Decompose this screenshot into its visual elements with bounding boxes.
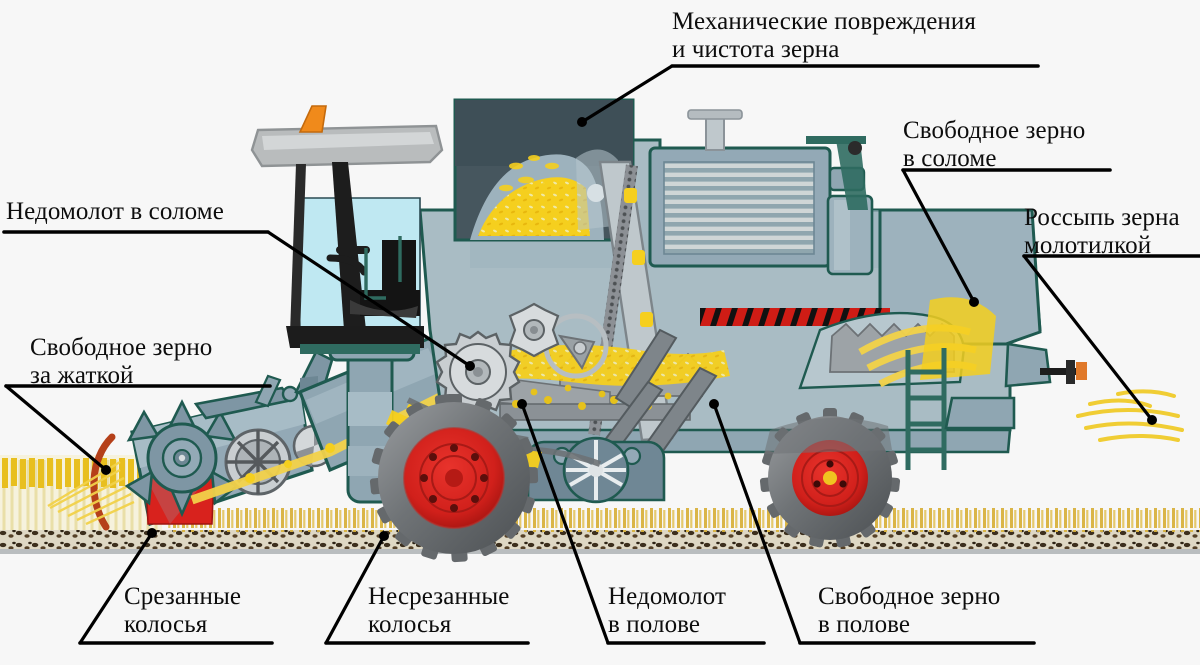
label-unthreshed-in-straw: Недомолот в соломе <box>6 198 224 225</box>
field-ground <box>0 508 1200 554</box>
tow-hitch <box>944 342 1087 430</box>
radiator-grille <box>663 161 815 255</box>
header-reel <box>124 399 240 518</box>
cleaning-fan <box>526 436 666 504</box>
engine-hood <box>648 109 874 276</box>
rear-ladder <box>905 348 947 470</box>
straw-discharge <box>1076 389 1184 442</box>
leader-lines <box>4 64 1154 645</box>
operator-cab <box>250 105 444 354</box>
label-underlines <box>2 64 1200 645</box>
straw-walker-section <box>700 136 1042 390</box>
beacon <box>298 105 327 133</box>
rear-steer-wheel <box>759 408 901 548</box>
drive-sprocket-small <box>508 302 560 358</box>
exhaust-stack <box>687 109 743 120</box>
header-assembly <box>47 350 336 531</box>
threshing-drum <box>543 313 609 379</box>
leader-endpoints <box>101 117 1157 541</box>
front-drive-wheel <box>369 394 539 563</box>
